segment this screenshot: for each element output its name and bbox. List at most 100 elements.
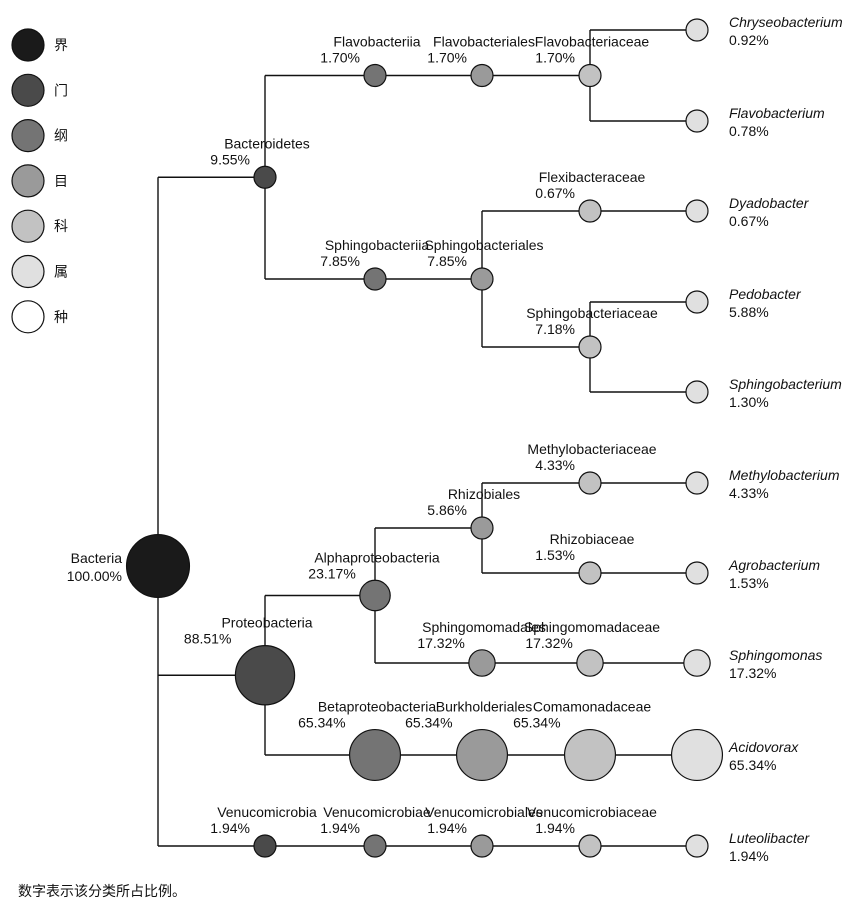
- label-sphingobacteriales: Sphingobacteriales: [424, 237, 543, 253]
- value-sphingomomadales: 17.32%: [417, 635, 464, 651]
- label-flavobacterium: Flavobacterium: [729, 105, 825, 121]
- tree-labels: Bacteria100.00%Bacteroidetes9.55%Flavoba…: [67, 14, 843, 864]
- value-sphingobacteriales: 7.85%: [427, 253, 467, 269]
- value-proteobacteria: 88.51%: [184, 631, 231, 647]
- node-dyadobacter: [685, 199, 709, 223]
- label-venucomicrobiaceae: Venucomicrobiaceae: [527, 804, 657, 820]
- label-bacteria: Bacteria: [71, 550, 123, 566]
- node-flavobacteriia: [363, 63, 387, 88]
- node-flavobacteriaceae: [578, 63, 602, 88]
- value-rhizobiaceae: 1.53%: [535, 547, 575, 563]
- figure-caption: 数字表示该分类所占比例。: [18, 884, 186, 900]
- node-flexibacteraceae: [578, 199, 602, 223]
- label-pedobacter: Pedobacter: [729, 286, 802, 302]
- label-sphingomonas: Sphingomonas: [729, 647, 822, 663]
- value-rhizobiales: 5.86%: [427, 502, 467, 518]
- value-venucomicrobiales: 1.94%: [427, 820, 467, 836]
- legend-swatch-6: [11, 300, 45, 334]
- value-chryseobacterium: 0.92%: [729, 32, 769, 48]
- value-acidovorax: 65.34%: [729, 757, 776, 773]
- node-venucomicrobiaceae: [578, 834, 602, 858]
- node-betaproteobacteria: [348, 728, 402, 782]
- label-methylobacterium: Methylobacterium: [729, 467, 840, 483]
- label-burkholderiales: Burkholderiales: [436, 699, 533, 715]
- value-sphingobacteriaceae: 7.18%: [535, 321, 575, 337]
- legend-label-2: 纲: [54, 128, 68, 144]
- label-agrobacterium: Agrobacterium: [728, 557, 820, 573]
- label-comamonadaceae: Comamonadaceae: [533, 699, 652, 715]
- node-alphaproteobacteria: [359, 579, 391, 612]
- value-flavobacteriia: 1.70%: [320, 50, 360, 66]
- value-flexibacteraceae: 0.67%: [535, 185, 575, 201]
- legend-swatch-0: [11, 28, 45, 62]
- node-sphingomomadaceae: [576, 649, 604, 677]
- label-luteolibacter: Luteolibacter: [729, 830, 811, 846]
- node-agrobacterium: [685, 561, 709, 585]
- label-betaproteobacteria: Betaproteobacteria: [318, 699, 437, 715]
- value-venucomicrobiae: 1.94%: [320, 820, 360, 836]
- label-dyadobacter: Dyadobacter: [729, 195, 810, 211]
- node-comamonadaceae: [563, 728, 617, 782]
- value-bacteria: 100.00%: [67, 568, 122, 584]
- value-methylobacterium: 4.33%: [729, 485, 769, 501]
- value-venucomicrobia: 1.94%: [210, 820, 250, 836]
- label-sphingomomadales: Sphingomomadales: [422, 619, 546, 635]
- label-proteobacteria: Proteobacteria: [221, 615, 312, 631]
- node-venucomicrobiales: [470, 834, 494, 858]
- legend-label-3: 目: [54, 173, 68, 189]
- legend-swatch-4: [11, 209, 45, 243]
- node-flavobacterium: [685, 109, 709, 133]
- value-luteolibacter: 1.94%: [729, 848, 769, 864]
- label-sphingomomadaceae: Sphingomomadaceae: [524, 619, 660, 635]
- legend-swatch-1: [11, 73, 45, 107]
- taxonomy-tree: Bacteria100.00%Bacteroidetes9.55%Flavoba…: [11, 14, 843, 864]
- tree-nodes: [125, 18, 724, 858]
- label-sphingobacterium: Sphingobacterium: [729, 376, 842, 392]
- value-burkholderiales: 65.34%: [405, 715, 452, 731]
- value-methylobacteriaceae: 4.33%: [535, 457, 575, 473]
- value-alphaproteobacteria: 23.17%: [308, 565, 355, 581]
- value-comamonadaceae: 65.34%: [513, 715, 560, 731]
- value-agrobacterium: 1.53%: [729, 575, 769, 591]
- label-venucomicrobiales: Venucomicrobiales: [425, 804, 543, 820]
- label-venucomicrobiae: Venucomicrobiae: [323, 804, 431, 820]
- legend-label-4: 科: [54, 218, 68, 234]
- value-dyadobacter: 0.67%: [729, 213, 769, 229]
- value-betaproteobacteria: 65.34%: [298, 715, 345, 731]
- value-sphingobacterium: 1.30%: [729, 394, 769, 410]
- node-sphingomomadales: [468, 649, 496, 677]
- value-sphingomonas: 17.32%: [729, 665, 776, 681]
- node-luteolibacter: [685, 834, 709, 858]
- node-venucomicrobia: [253, 834, 277, 858]
- node-rhizobiaceae: [578, 561, 602, 585]
- node-pedobacter: [685, 290, 709, 314]
- node-sphingobacterium: [685, 380, 709, 404]
- node-sphingobacteriales: [470, 267, 494, 291]
- node-bacteroidetes: [253, 165, 277, 189]
- label-flexibacteraceae: Flexibacteraceae: [539, 169, 646, 185]
- label-sphingobacteriaceae: Sphingobacteriaceae: [526, 305, 658, 321]
- value-flavobacterium: 0.78%: [729, 123, 769, 139]
- value-venucomicrobiaceae: 1.94%: [535, 820, 575, 836]
- legend-label-0: 界: [54, 37, 68, 53]
- node-venucomicrobiae: [363, 834, 387, 858]
- legend-label-5: 属: [54, 264, 68, 280]
- label-alphaproteobacteria: Alphaproteobacteria: [314, 549, 440, 565]
- label-methylobacteriaceae: Methylobacteriaceae: [527, 441, 656, 457]
- node-chryseobacterium: [685, 18, 709, 42]
- value-flavobacteriaceae: 1.70%: [535, 50, 575, 66]
- label-acidovorax: Acidovorax: [728, 739, 799, 755]
- label-flavobacteriales: Flavobacteriales: [433, 34, 535, 50]
- node-burkholderiales: [455, 728, 509, 782]
- legend-swatch-2: [11, 119, 45, 153]
- node-flavobacteriales: [470, 63, 494, 88]
- node-sphingobacteriaceae: [578, 335, 602, 359]
- label-venucomicrobia: Venucomicrobia: [217, 804, 317, 820]
- node-rhizobiales: [470, 516, 494, 540]
- value-sphingobacteriia: 7.85%: [320, 253, 360, 269]
- node-proteobacteria: [234, 645, 296, 706]
- node-methylobacterium: [685, 471, 709, 495]
- value-flavobacteriales: 1.70%: [427, 50, 467, 66]
- node-sphingomonas: [683, 649, 711, 677]
